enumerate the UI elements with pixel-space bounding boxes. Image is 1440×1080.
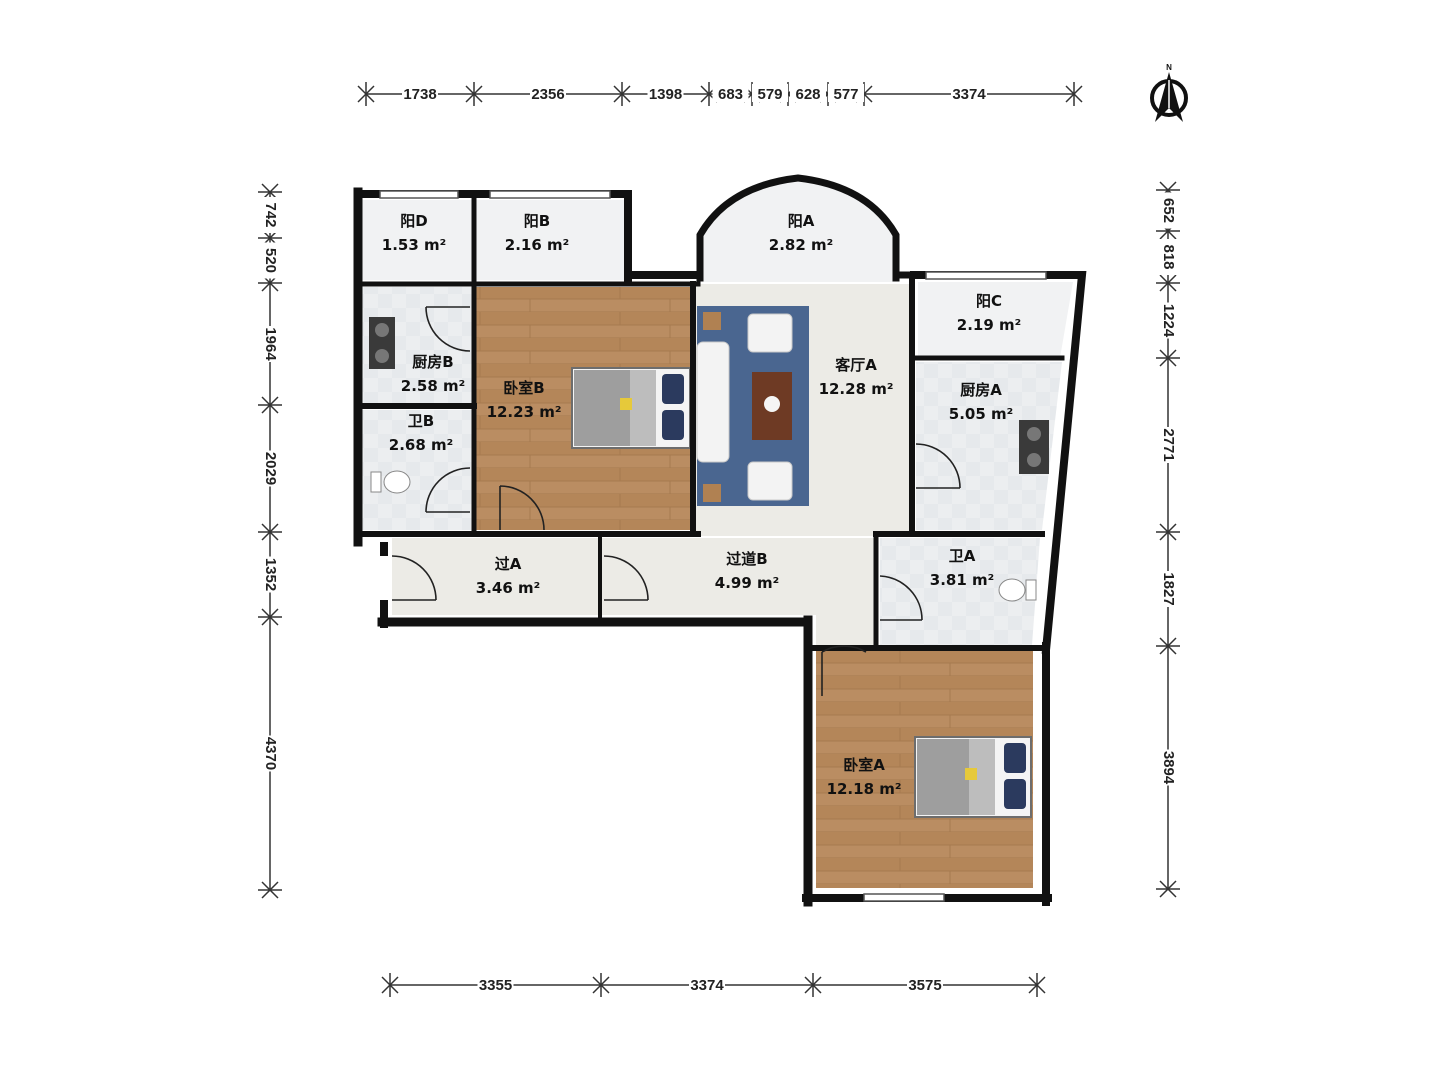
balcony-a-floor — [703, 182, 893, 282]
compass-icon: N — [1150, 63, 1188, 122]
dimension-label: 3374 — [690, 977, 724, 994]
room-name: 阳D — [400, 212, 427, 230]
hall-a-floor — [392, 538, 602, 615]
doors — [391, 306, 961, 696]
room-area: 2.82 m² — [769, 236, 833, 254]
room-label-bedroom-a: 卧室A 12.18 m² — [827, 756, 902, 798]
dimension-chain-top: 1738 2356 1398 683 579 628 577 3374 — [357, 82, 1083, 106]
dimension-chain-right: 652 818 1224 2771 1827 3894 — [1156, 181, 1180, 898]
dimension-label: 2356 — [531, 86, 564, 103]
dimension-label: 2771 — [1160, 428, 1177, 461]
toilet-b — [370, 470, 411, 494]
room-name: 卫B — [408, 412, 434, 430]
dimension-label: 1352 — [262, 558, 279, 591]
stove-a — [1019, 420, 1049, 474]
room-name: 阳B — [524, 212, 550, 230]
room-name: 阳A — [788, 212, 815, 230]
bed-a — [914, 736, 1032, 818]
room-area: 5.05 m² — [949, 405, 1013, 423]
compass-north-label: N — [1166, 63, 1172, 72]
room-name: 过A — [495, 555, 522, 573]
room-name: 卧室A — [843, 756, 885, 774]
room-name: 过道B — [726, 550, 767, 568]
dimension-label: 2029 — [262, 452, 279, 485]
room-area: 2.16 m² — [505, 236, 569, 254]
room-name: 阳C — [976, 292, 1002, 310]
room-label-balcony-a: 阳A 2.82 m² — [769, 212, 833, 254]
room-label-hall-a: 过A 3.46 m² — [476, 555, 540, 597]
bath-a-floor — [880, 538, 1040, 645]
room-label-living-a: 客厅A 12.28 m² — [819, 356, 894, 398]
room-label-bath-b: 卫B 2.68 m² — [389, 412, 453, 454]
room-label-balcony-d: 阳D 1.53 m² — [382, 212, 446, 254]
room-label-bath-a: 卫A 3.81 m² — [930, 547, 994, 589]
dimension-lines: 1738 2356 1398 683 579 628 577 3374 3355 3374 3575… — [258, 82, 1180, 997]
room-labels: 阳D 1.53 m² 阳B 2.16 m² 阳A 2.82 m² 阳C 2.19 m² 厨房B 2… — [382, 212, 1021, 798]
dimension-label: 1738 — [403, 86, 436, 103]
dimension-label: 742 — [262, 202, 279, 227]
stove-b — [369, 317, 395, 369]
walls — [353, 174, 1087, 907]
dimension-label: 652 — [1160, 198, 1177, 223]
dimension-label: 1827 — [1160, 572, 1177, 605]
dimension-label: 3374 — [952, 86, 986, 103]
room-area: 2.58 m² — [401, 377, 465, 395]
room-label-balcony-b: 阳B 2.16 m² — [505, 212, 569, 254]
room-label-balcony-c: 阳C 2.19 m² — [957, 292, 1021, 334]
room-label-kitchen-b: 厨房B 2.58 m² — [401, 353, 465, 395]
dimension-label: 577 — [833, 86, 858, 103]
dimension-label: 1398 — [649, 86, 682, 103]
room-area: 1.53 m² — [382, 236, 446, 254]
dimension-label: 3355 — [479, 977, 512, 994]
living-set — [696, 306, 809, 506]
dimension-label: 818 — [1160, 244, 1177, 269]
room-name: 厨房B — [412, 353, 453, 371]
dimension-label: 683 — [718, 86, 743, 103]
room-area: 4.99 m² — [715, 574, 779, 592]
bath-b-floor — [362, 410, 472, 530]
room-label-kitchen-a: 厨房A 5.05 m² — [949, 381, 1013, 423]
room-name: 卫A — [949, 547, 976, 565]
balcony-b-floor — [476, 200, 626, 280]
room-area: 3.46 m² — [476, 579, 540, 597]
dimension-label: 1224 — [1160, 304, 1177, 338]
windows — [379, 190, 1047, 902]
dimension-label: 3575 — [908, 977, 941, 994]
room-area: 12.28 m² — [819, 380, 894, 398]
dimension-label: 579 — [757, 86, 782, 103]
dimension-label: 628 — [795, 86, 820, 103]
room-name: 卧室B — [503, 379, 544, 397]
bed-b — [571, 367, 691, 449]
dimension-label: 520 — [262, 248, 279, 273]
room-label-bedroom-b: 卧室B 12.23 m² — [487, 379, 562, 421]
balcony-d-floor — [362, 200, 472, 280]
dimension-chain-bottom: 3355 3374 3575 — [381, 973, 1046, 997]
room-label-hall-b: 过道B 4.99 m² — [715, 550, 779, 592]
hall-b-floor — [602, 538, 876, 648]
room-name: 客厅A — [834, 356, 877, 374]
dimension-chain-left: 742 520 1964 2029 1352 4370 — [258, 183, 282, 899]
room-area: 2.68 m² — [389, 436, 453, 454]
dimension-label: 3894 — [1160, 751, 1177, 785]
dimension-label: 1964 — [262, 327, 279, 361]
room-area: 12.23 m² — [487, 403, 562, 421]
room-name: 厨房A — [960, 381, 1002, 399]
furniture — [369, 306, 1049, 818]
balcony-c-floor — [918, 282, 1073, 358]
room-area: 12.18 m² — [827, 780, 902, 798]
room-area: 3.81 m² — [930, 571, 994, 589]
dimension-label: 4370 — [262, 737, 279, 770]
toilet-a — [998, 578, 1037, 602]
room-area: 2.19 m² — [957, 316, 1021, 334]
